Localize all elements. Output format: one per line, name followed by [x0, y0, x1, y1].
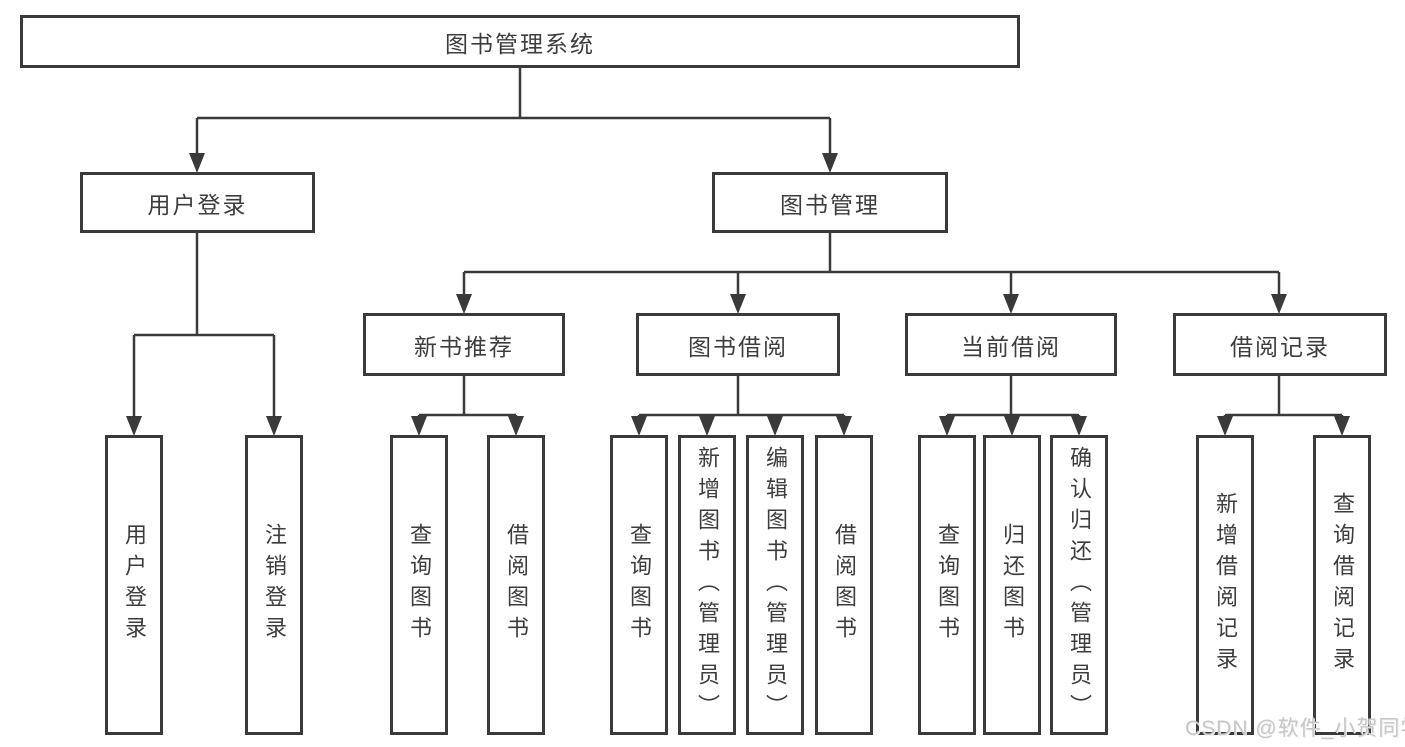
leaf-logout: 注销登录 — [245, 435, 303, 735]
node-user-login: 用户登录 — [80, 172, 315, 233]
node-borrow-records: 借阅记录 — [1173, 313, 1387, 376]
node-book-management: 图书管理 — [712, 172, 948, 233]
leaf-user-login: 用户登录 — [105, 435, 163, 735]
leaf-borrow-books: 借阅图书 — [815, 435, 873, 735]
leaf-confirm-return-admin: 确认归还（管理员） — [1050, 435, 1108, 735]
leaf-add-borrow-record: 新增借阅记录 — [1196, 435, 1254, 735]
arrowheads — [126, 153, 1350, 436]
leaf-edit-books-admin: 编辑图书（管理员） — [746, 435, 804, 735]
node-current-borrow: 当前借阅 — [905, 313, 1117, 376]
node-root-system: 图书管理系统 — [20, 15, 1020, 68]
node-new-book-recommend: 新书推荐 — [363, 313, 565, 376]
watermark: CSDN @软件_小贺同学 — [1185, 717, 1405, 740]
leaf-query-borrow-record: 查询借阅记录 — [1313, 435, 1371, 735]
leaf-borrow-books-recommend: 借阅图书 — [487, 435, 545, 735]
leaf-query-books-recommend: 查询图书 — [390, 435, 448, 735]
leaf-add-books-admin: 新增图书（管理员） — [678, 435, 736, 735]
leaf-query-books-borrow: 查询图书 — [610, 435, 668, 735]
node-book-borrow: 图书借阅 — [636, 313, 840, 376]
leaf-query-books-current: 查询图书 — [918, 435, 976, 735]
leaf-return-books: 归还图书 — [983, 435, 1041, 735]
